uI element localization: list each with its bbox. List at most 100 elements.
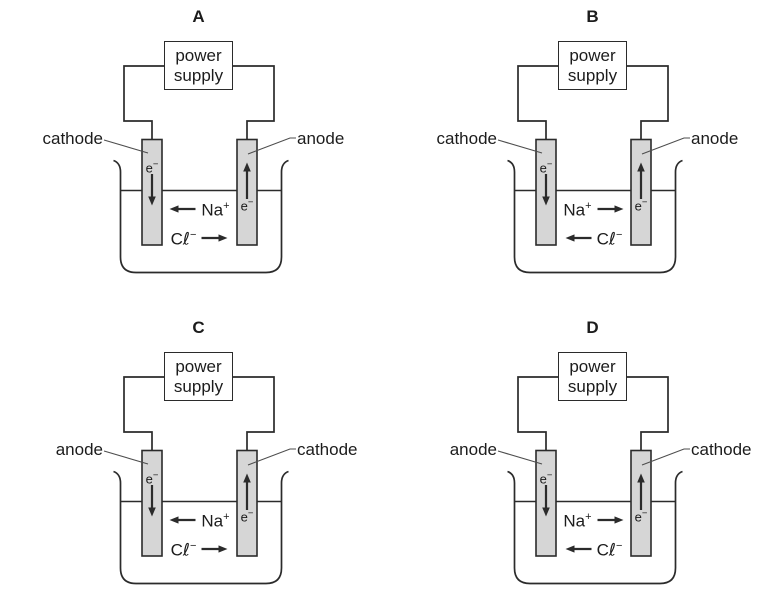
left-electrode-label: anode	[449, 440, 497, 459]
beaker	[507, 470, 683, 585]
electron-flow-down-arrow	[542, 174, 550, 206]
chloride-charge: −	[615, 539, 623, 552]
left-wire	[517, 65, 558, 140]
chloride-ion-label: Cℓ−	[171, 227, 197, 249]
electron-charge: −	[641, 508, 648, 519]
sodium-symbol: Na	[201, 511, 224, 531]
electron-flow-up-arrow	[637, 162, 645, 199]
sodium-ion-label: Na+	[201, 198, 229, 219]
electron-symbol-right: e−	[237, 507, 257, 524]
sodium-charge: +	[223, 200, 230, 213]
chloride-ion-row: Cℓ−	[555, 228, 632, 250]
electron-flow-down-arrow	[148, 485, 156, 517]
cell-drawing	[103, 65, 296, 274]
chloride-symbol-l: ℓ	[608, 229, 616, 250]
sodium-migration-arrow	[597, 515, 624, 524]
right-wire	[627, 376, 669, 451]
right-wire	[627, 65, 669, 140]
power-supply-line1: power	[569, 45, 616, 65]
electron-base: e	[539, 471, 547, 487]
electrolysis-cell-B: B power supply cathode anode e− e− Na+ C…	[394, 0, 768, 303]
electron-base: e	[145, 160, 153, 176]
power-supply-line2: supply	[173, 376, 224, 396]
chloride-charge: −	[189, 539, 197, 552]
chloride-migration-arrow	[201, 544, 228, 553]
electron-base: e	[240, 509, 248, 525]
cell-title: A	[192, 7, 205, 26]
sodium-symbol: Na	[563, 200, 586, 220]
electron-symbol-right: e−	[631, 196, 651, 213]
chloride-symbol-l: ℓ	[182, 229, 190, 250]
electron-symbol-right: e−	[237, 196, 257, 213]
cell-title: D	[586, 318, 599, 337]
electron-symbol-left: e−	[142, 158, 162, 175]
sodium-ion-label: Na+	[563, 198, 591, 219]
electron-charge: −	[546, 470, 553, 481]
chloride-ion-row: Cℓ−	[161, 538, 238, 560]
chloride-migration-arrow	[201, 233, 228, 242]
power-supply-box: power supply	[558, 41, 627, 90]
electron-base: e	[634, 198, 642, 214]
sodium-symbol: Na	[563, 511, 586, 531]
sodium-migration-arrow	[597, 204, 624, 213]
sodium-migration-arrow	[169, 204, 196, 213]
power-supply-line2: supply	[173, 65, 224, 85]
cell-title: C	[192, 318, 205, 337]
electrolysis-cell-C: C power supply anode cathode e− e− Na+ C…	[0, 311, 384, 614]
electron-charge: −	[247, 197, 254, 208]
electron-symbol-left: e−	[536, 158, 556, 175]
chloride-symbol-c: C	[596, 540, 609, 560]
electrolysis-cell-A: A power supply cathode anode e− e− Na+ C…	[0, 0, 384, 303]
right-label-leader	[641, 137, 690, 155]
electron-flow-down-arrow	[542, 485, 550, 517]
right-electrode-label: anode	[297, 129, 345, 148]
power-supply-line1: power	[175, 45, 222, 65]
sodium-ion-row: Na+	[161, 509, 238, 530]
cell-drawing	[497, 65, 690, 274]
left-electrode-label: cathode	[42, 129, 104, 148]
sodium-ion-row: Na+	[555, 509, 632, 530]
sodium-ion-label: Na+	[201, 509, 229, 530]
cell-drawing	[497, 376, 690, 585]
sodium-ion-row: Na+	[555, 198, 632, 219]
chloride-charge: −	[189, 228, 197, 241]
left-electrode-label: cathode	[436, 129, 498, 148]
left-label-leader	[497, 139, 543, 154]
electron-symbol-left: e−	[536, 469, 556, 486]
sodium-charge: +	[223, 511, 230, 524]
left-electrode-label: anode	[55, 440, 103, 459]
right-electrode-label: cathode	[691, 440, 752, 459]
electron-flow-up-arrow	[243, 473, 251, 510]
left-label-leader	[497, 450, 543, 465]
power-supply-line2: supply	[567, 65, 618, 85]
right-wire	[233, 65, 275, 140]
chloride-migration-arrow	[565, 233, 592, 242]
chloride-symbol-l: ℓ	[182, 540, 190, 561]
right-label-leader	[247, 137, 296, 155]
sodium-charge: +	[585, 200, 592, 213]
power-supply-line1: power	[569, 356, 616, 376]
electrolysis-cell-D: D power supply anode cathode e− e− Na+ C…	[394, 311, 768, 614]
electron-base: e	[539, 160, 547, 176]
electron-charge: −	[641, 197, 648, 208]
electron-symbol-left: e−	[142, 469, 162, 486]
right-electrode-label: cathode	[297, 440, 358, 459]
cell-drawing	[103, 376, 296, 585]
beaker	[113, 470, 289, 585]
electron-charge: −	[247, 508, 254, 519]
sodium-charge: +	[585, 511, 592, 524]
chloride-symbol-c: C	[596, 229, 609, 249]
sodium-ion-row: Na+	[161, 198, 238, 219]
sodium-ion-label: Na+	[563, 509, 591, 530]
electron-base: e	[634, 509, 642, 525]
chloride-migration-arrow	[565, 544, 592, 553]
chloride-ion-label: Cℓ−	[597, 538, 623, 560]
beaker	[507, 159, 683, 274]
electron-flow-down-arrow	[148, 174, 156, 206]
chloride-symbol-l: ℓ	[608, 540, 616, 561]
chloride-charge: −	[615, 228, 623, 241]
power-supply-box: power supply	[558, 352, 627, 401]
electron-base: e	[145, 471, 153, 487]
chloride-ion-label: Cℓ−	[171, 538, 197, 560]
power-supply-box: power supply	[164, 352, 233, 401]
